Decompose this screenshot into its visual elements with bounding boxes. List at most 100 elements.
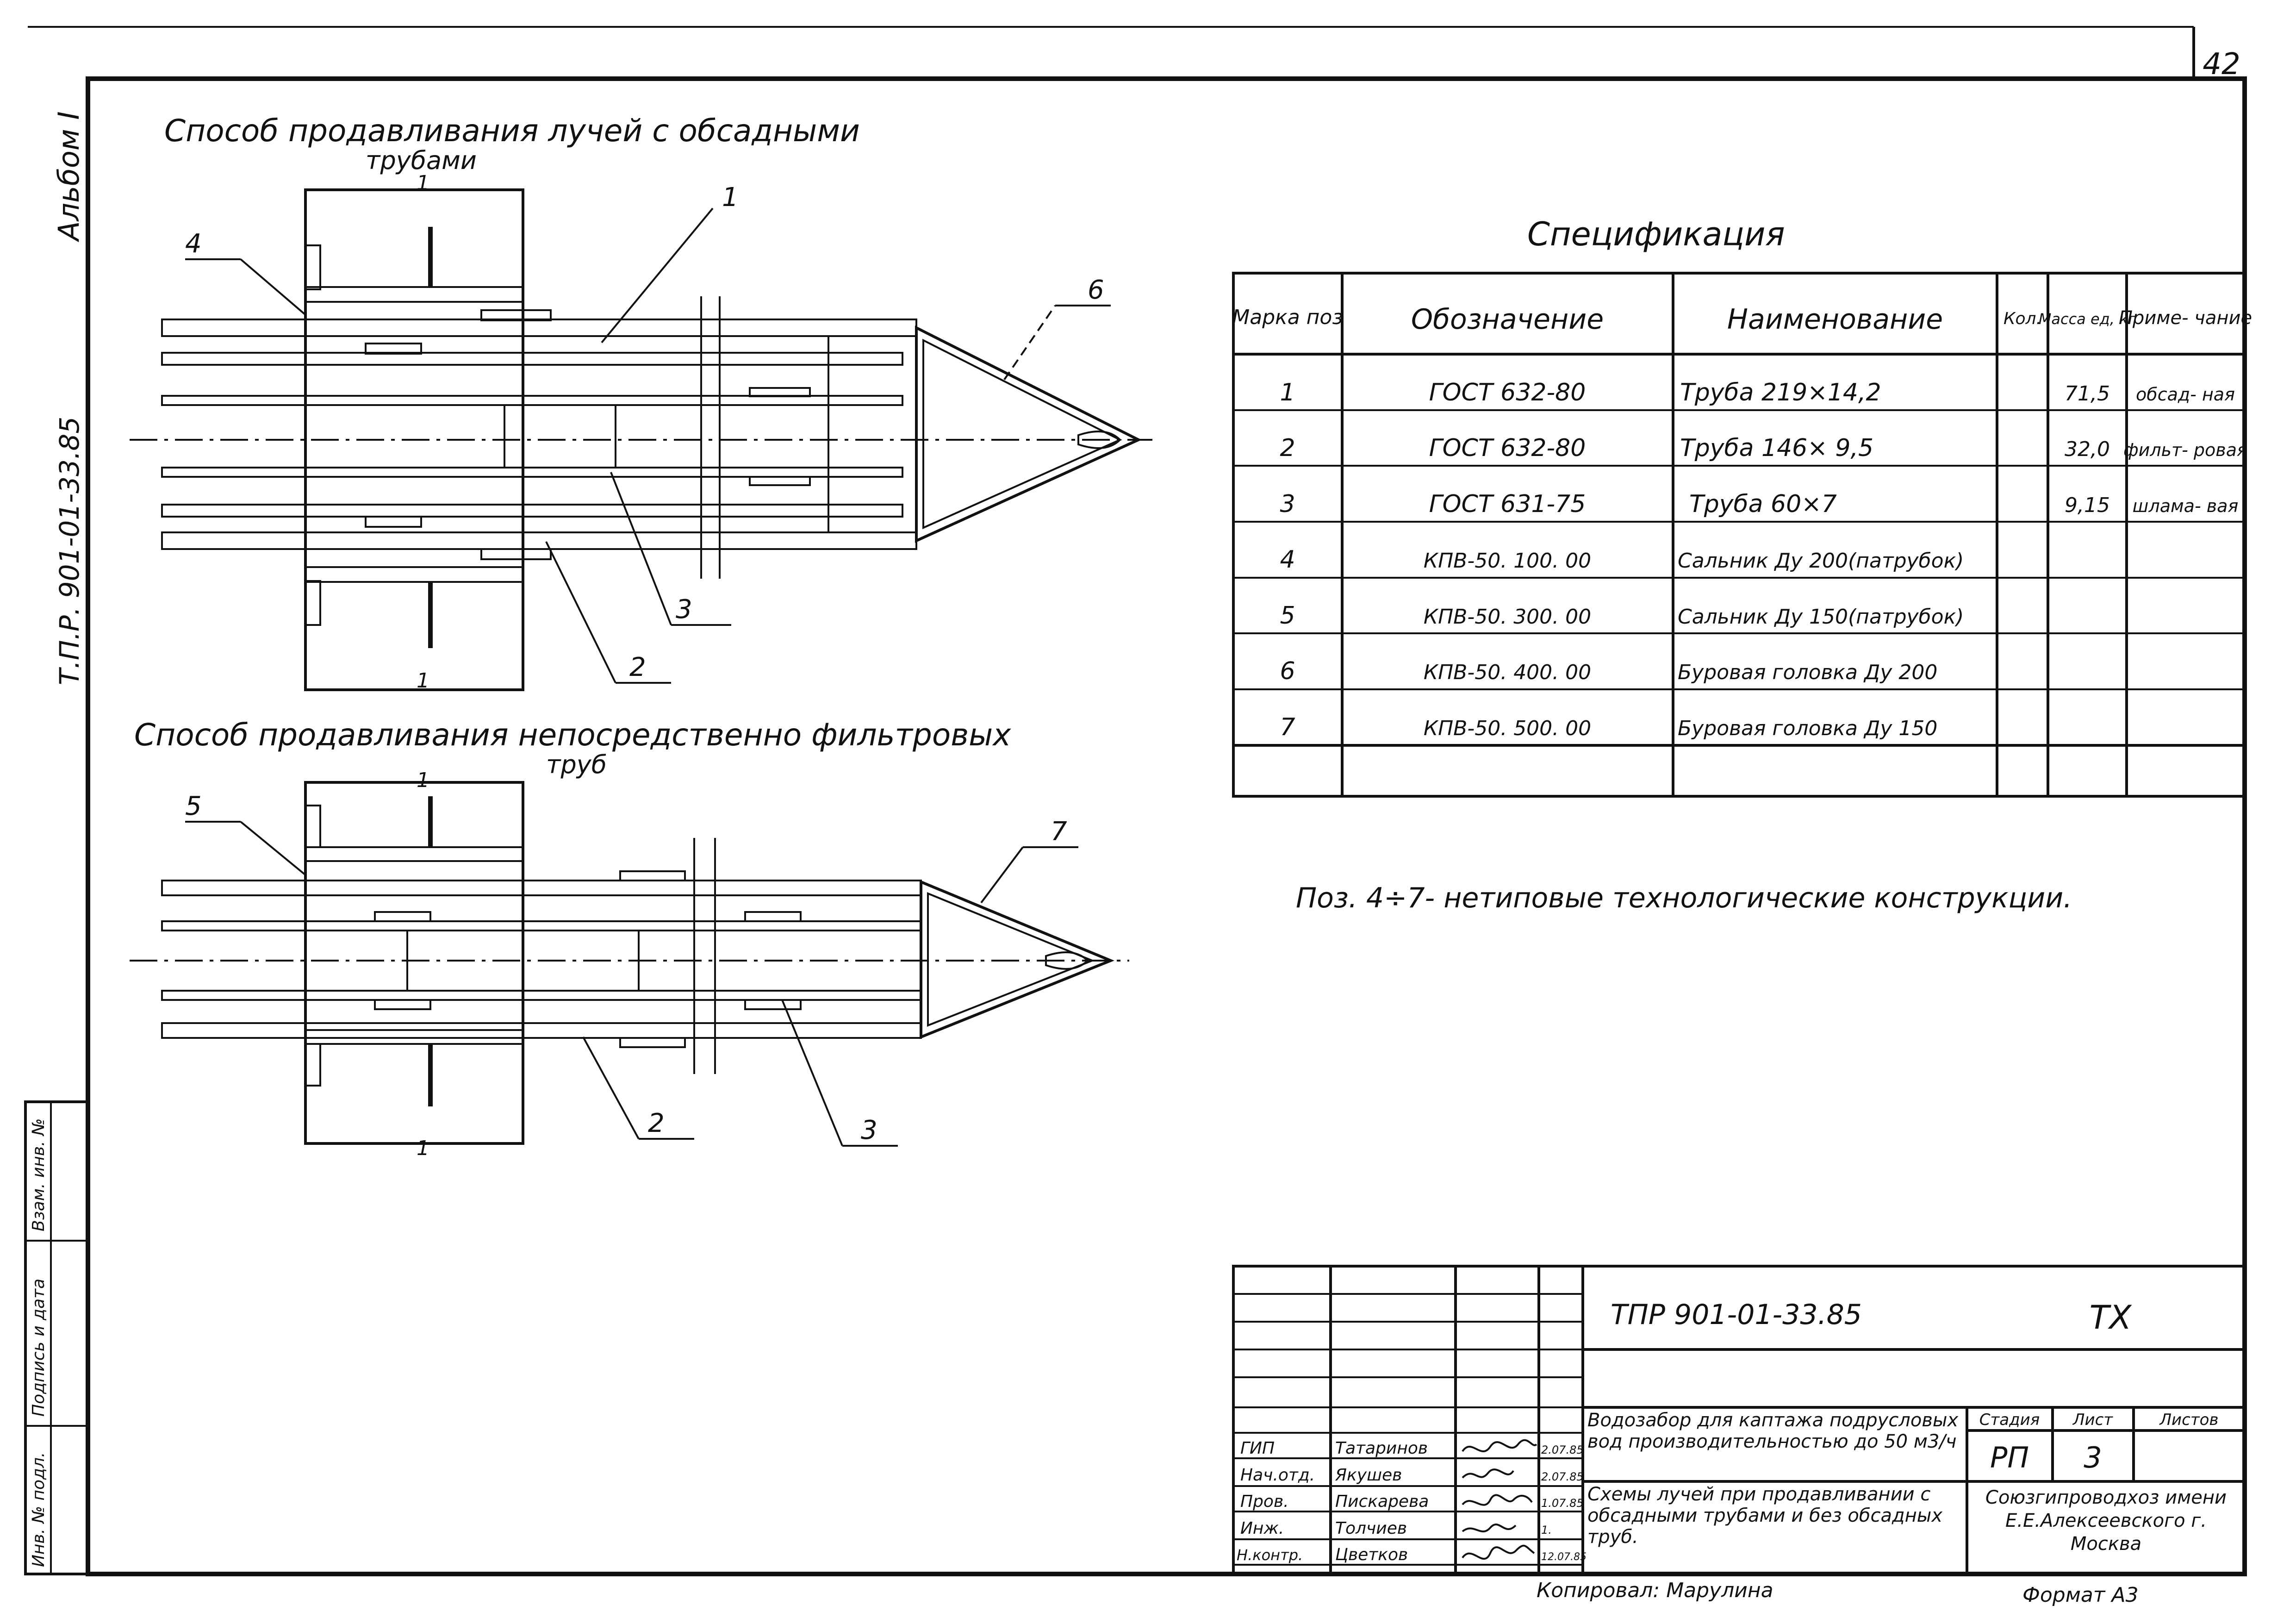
spec-row-1-pos: 1 <box>1280 379 1295 406</box>
format-label: Формат А3 <box>2022 1583 2139 1607</box>
sheet-frame <box>86 76 2247 1576</box>
slurry-pipe-150-bottom-wall <box>161 990 922 1001</box>
spec-row-4-designation: КПВ-50. 100. 00 <box>1424 549 1591 573</box>
project-code: ТПР 901-01-33.85 <box>1611 1299 1862 1331</box>
spec-row-1-name: Труба 219×14,2 <box>1680 379 1881 406</box>
spec-row-6-designation: КПВ-50. 400. 00 <box>1424 661 1591 684</box>
callout-6: 6 <box>1088 275 1104 305</box>
top-title-line2: трубами <box>366 146 477 175</box>
spec-row-5-name: Сальник Ду 150(патрубок) <box>1678 605 1964 629</box>
casing-pipe-top-wall <box>161 319 917 337</box>
sheet-value: 3 <box>2084 1441 2102 1474</box>
casing-pipe-bottom-wall <box>161 531 917 550</box>
stamp-replace-inv: Взам. инв. № <box>29 1118 48 1231</box>
role-head: Нач.отд. <box>1240 1466 1315 1485</box>
copied-by: Копировал: Марулина <box>1537 1579 1773 1602</box>
side-stamp-frame <box>24 1100 89 1575</box>
filter-pipe-150-top-wall <box>161 880 922 896</box>
spec-row-5-pos: 5 <box>1280 602 1295 630</box>
title-block: ТПР 901-01-33.85 ТХ Водозабор для каптаж… <box>1232 1265 2246 1575</box>
top-wall <box>304 188 524 691</box>
spec-row-1-designation: ГОСТ 632-80 <box>1429 379 1586 406</box>
spec-row-3-pos: 3 <box>1280 490 1295 518</box>
bottom-section-mark-lower: 1 <box>417 1137 429 1160</box>
callout-4: 4 <box>185 229 202 259</box>
spec-title: Спецификация <box>1527 215 1785 253</box>
filter-pipe-top-wall <box>161 352 903 366</box>
spec-header-qty: Кол. <box>2004 309 2041 328</box>
spec-header-pos: Марка поз <box>1232 306 1343 329</box>
spec-row-2-note: фильт- ровая <box>2123 440 2247 460</box>
stage-label: Стадия <box>1979 1411 2040 1429</box>
bottom-section-mark-upper: 1 <box>417 768 429 792</box>
sheets-label: Листов <box>2159 1411 2218 1429</box>
sheet-number: 42 <box>2203 47 2240 81</box>
spec-row-3-mass: 9,15 <box>2065 493 2110 517</box>
spec-header-name: Наименование <box>1727 303 1943 336</box>
section-code: ТХ <box>2090 1299 2133 1337</box>
slurry-pipe-top-wall <box>161 395 903 406</box>
top-title-line1: Способ продавливания лучей с обсадными <box>164 113 860 149</box>
role-norm-control: Н.контр. <box>1237 1546 1303 1564</box>
spec-row-2-pos: 2 <box>1280 434 1295 462</box>
spec-row-7-pos: 7 <box>1280 713 1295 741</box>
spec-row-6-name: Буровая головка Ду 200 <box>1678 661 1937 684</box>
date-checked: 1.07.85 <box>1541 1497 1584 1510</box>
callout-1: 1 <box>722 182 739 212</box>
date-engineer: 1. <box>1541 1524 1552 1537</box>
callout-3: 3 <box>676 594 692 625</box>
spec-row-2-mass: 32,0 <box>2065 437 2110 461</box>
stamp-inv-original: Инв. № подл. <box>29 1452 48 1567</box>
callout-5: 5 <box>185 791 202 821</box>
top-section-mark-lower: 1 <box>417 669 429 693</box>
filter-pipe-bottom-wall <box>161 504 903 518</box>
spec-row-5-designation: КПВ-50. 300. 00 <box>1424 605 1591 629</box>
slurry-pipe-150-top-wall <box>161 920 922 931</box>
bottom-title-line2: труб <box>546 750 607 779</box>
spec-row-4-name: Сальник Ду 200(патрубок) <box>1678 549 1964 573</box>
spec-row-3-designation: ГОСТ 631-75 <box>1429 490 1586 518</box>
role-engineer: Инж. <box>1240 1519 1284 1538</box>
sheet-label: Лист <box>2072 1411 2113 1429</box>
name-norm-control: Цветков <box>1335 1545 1408 1564</box>
drill-head-150 <box>920 880 1114 1039</box>
role-checked: Пров. <box>1240 1492 1289 1511</box>
spec-row-4-pos: 4 <box>1280 546 1295 574</box>
object-name: Водозабор для каптажа подрусловых вод пр… <box>1587 1410 1959 1452</box>
drawing-name-box: Схемы лучей при продавливании с обсадным… <box>1587 1484 1943 1548</box>
top-drawing: Способ продавливания лучей с обсадными т… <box>130 113 1152 693</box>
spec-row-6-pos: 6 <box>1280 657 1295 685</box>
object-name-box: Водозабор для каптажа подрусловых вод пр… <box>1587 1410 1959 1452</box>
top-section-mark-upper: 1 <box>417 171 429 195</box>
date-norm-control: 12.07.85 <box>1541 1551 1587 1563</box>
callout-2: 2 <box>629 652 646 682</box>
spec-row-3-note: шлама- вая <box>2133 496 2239 516</box>
spec-row-2-name: Труба 146× 9,5 <box>1680 434 1873 462</box>
spec-row-7-designation: КПВ-50. 500. 00 <box>1424 717 1591 740</box>
name-checked: Пискарева <box>1335 1492 1429 1511</box>
spec-row-2-designation: ГОСТ 632-80 <box>1429 434 1586 462</box>
stamp-signature-date: Подпись и дата <box>29 1279 48 1417</box>
stage-value: РП <box>1990 1441 2029 1474</box>
name-gip: Татаринов <box>1335 1439 1428 1458</box>
name-head: Якушев <box>1335 1466 1402 1485</box>
drawing-name: Схемы лучей при продавливании с обсадным… <box>1587 1484 1943 1548</box>
side-code: Т.П.Р. 901-01-33.85 <box>54 417 85 685</box>
date-head: 2.07.85 <box>1541 1470 1584 1483</box>
specification-table: Спецификация Марка поз Обозначение Наиме… <box>1232 215 2252 798</box>
spec-row-1-note: обсад- ная <box>2136 384 2235 405</box>
callout-2-bottom: 2 <box>648 1108 665 1138</box>
bottom-title-line1: Способ продавливания непосредственно фил… <box>134 717 1011 753</box>
date-gip: 2.07.85 <box>1541 1443 1584 1456</box>
spec-header-mass: Масса ед, кг <box>2039 310 2136 328</box>
album-label: Альбом I <box>52 111 86 243</box>
spec-header-note: Приме- чание <box>2119 307 2252 329</box>
signatures <box>1462 1439 1537 1560</box>
slurry-pipe-bottom-wall <box>161 467 903 478</box>
bottom-wall <box>304 781 524 1145</box>
organization: Союзгипроводхоз имени Е.Е.Алексеевского … <box>1985 1487 2227 1555</box>
callout-7: 7 <box>1051 817 1067 847</box>
name-engineer: Толчиев <box>1335 1519 1407 1538</box>
spec-row-7-name: Буровая головка Ду 150 <box>1678 717 1937 740</box>
